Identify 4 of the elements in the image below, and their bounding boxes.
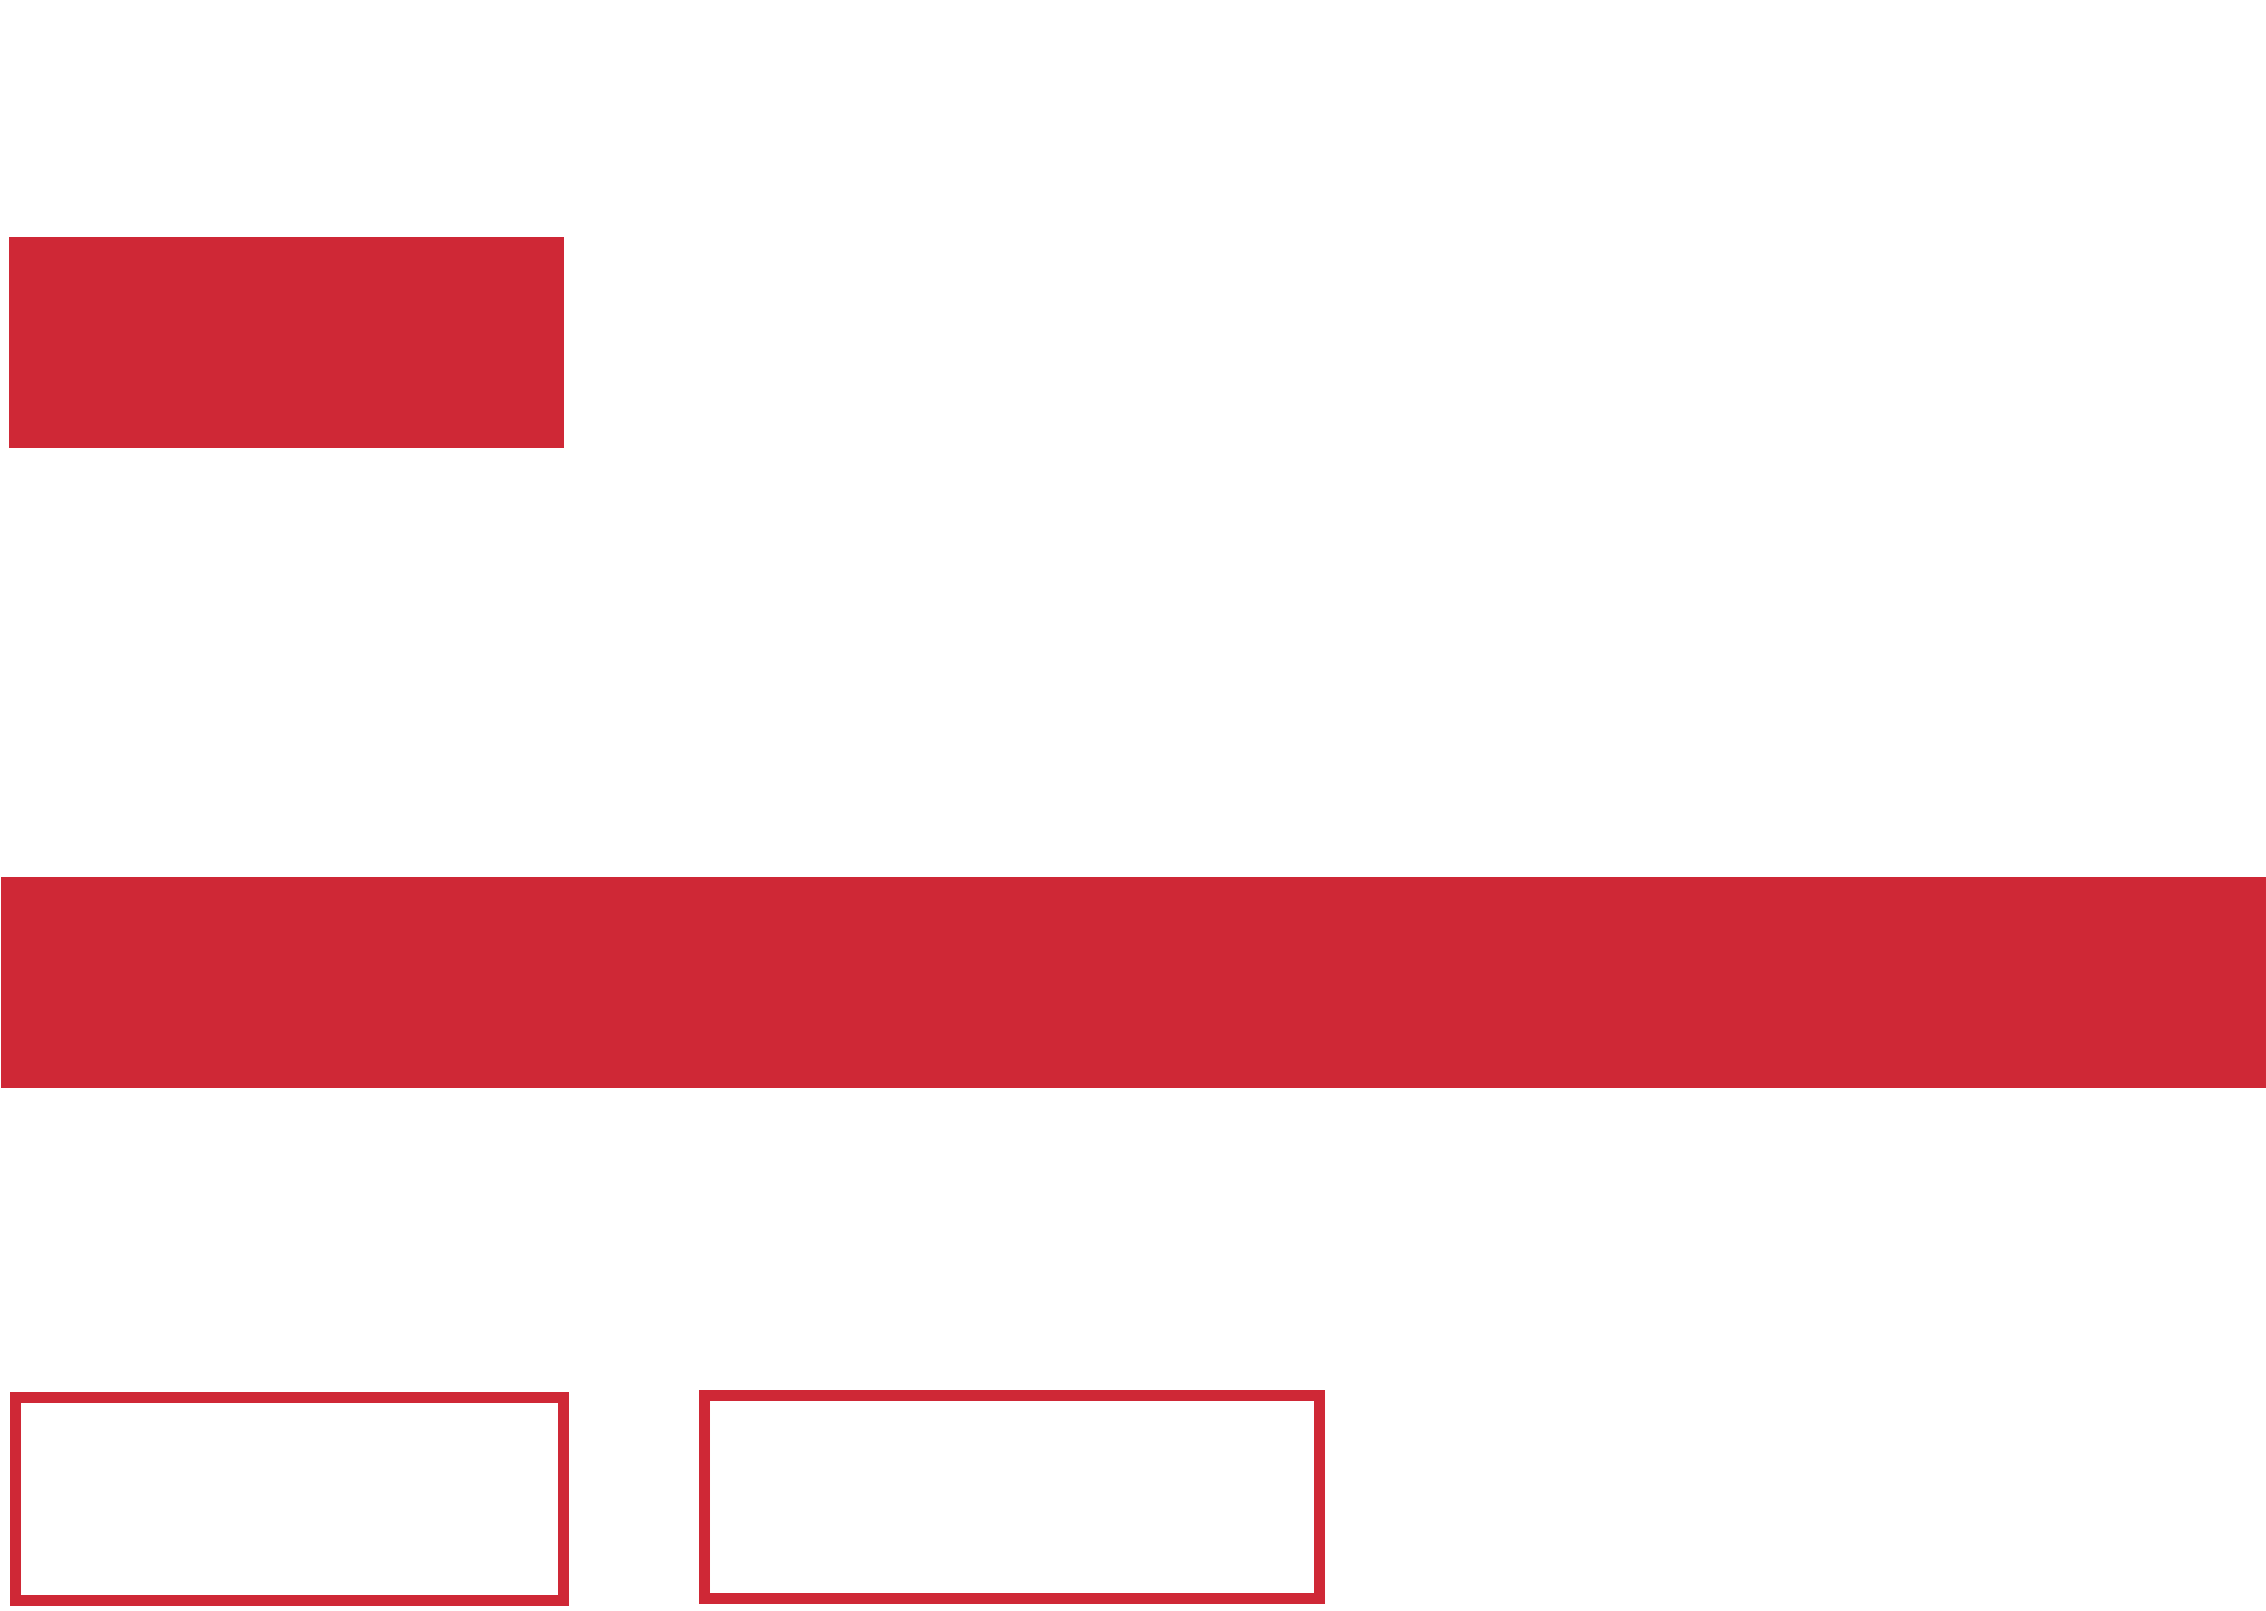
outlined-box [699,1390,1325,1604]
outlined-box [10,1392,569,1606]
filled-bar [9,237,564,448]
filled-bar [1,877,2266,1088]
